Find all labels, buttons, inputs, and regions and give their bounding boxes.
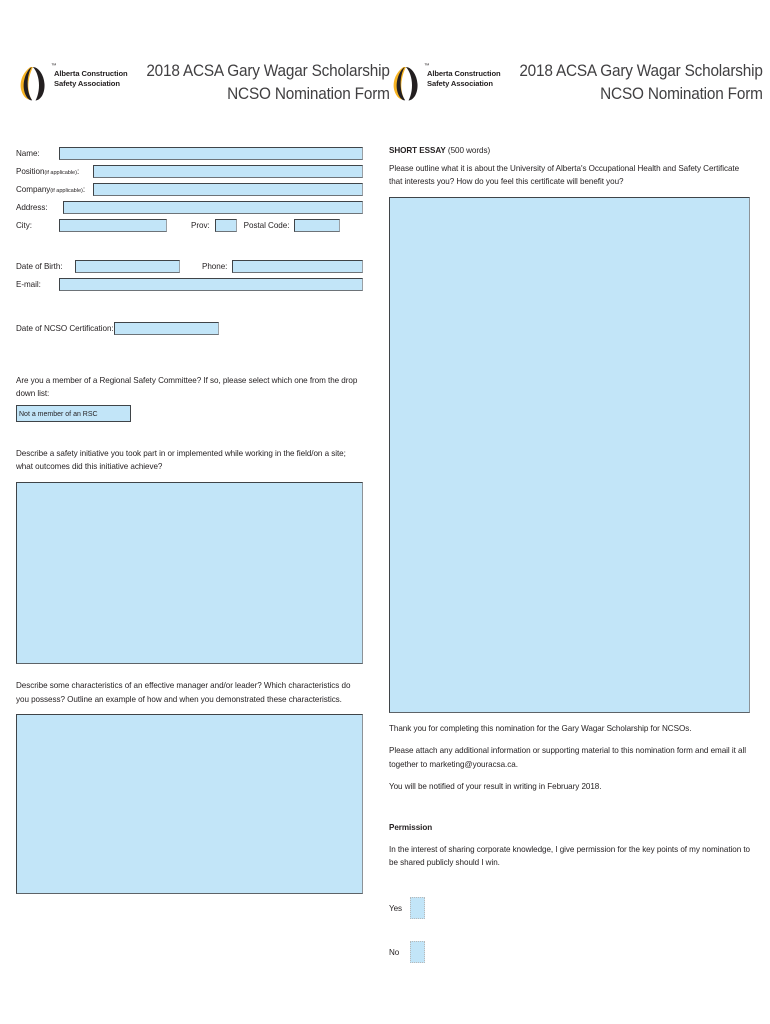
closing-line-2: Please attach any additional information… — [389, 746, 746, 769]
name-label: Name: — [16, 149, 40, 158]
ncso-certification-label: Date of NCSO Certification: — [16, 324, 114, 333]
prov-label: Prov: — [191, 221, 210, 230]
acsa-leaf-logo-icon — [16, 64, 50, 104]
short-essay-textarea[interactable] — [389, 197, 750, 714]
brand-name-right: ™ Alberta Construction Safety Associatio… — [424, 63, 501, 89]
permission-yes-row: Yes — [389, 897, 750, 920]
field-row-city: City: Prov: Postal Code: — [16, 219, 363, 232]
closing-line-3: You will be notified of your result in w… — [389, 781, 602, 791]
form-title-line1: 2018 ACSA Gary Wagar Scholarship — [518, 62, 763, 80]
field-row-name: Name: — [16, 147, 363, 160]
brand-name: ™ Alberta Construction Safety Associatio… — [51, 63, 128, 89]
address-input[interactable] — [63, 201, 363, 214]
yes-label: Yes — [389, 903, 403, 913]
trademark-symbol: ™ — [424, 63, 430, 69]
field-row-company: Company(if applicable): — [16, 183, 363, 196]
masthead-right: ™ Alberta Construction Safety Associatio… — [389, 60, 762, 122]
city-input[interactable] — [59, 219, 167, 232]
phone-input[interactable] — [232, 260, 363, 273]
field-row-ncso-cert: Date of NCSO Certification: — [16, 322, 363, 335]
brand-lockup-right: ™ Alberta Construction Safety Associatio… — [389, 60, 501, 104]
right-column: ™ Alberta Construction Safety Associatio… — [385, 0, 770, 1024]
address-label: Address: — [16, 203, 48, 212]
date-of-birth-label: Date of Birth: — [16, 262, 63, 271]
brand-name-line1: Alberta Construction — [54, 68, 128, 78]
postal-code-input[interactable] — [294, 219, 341, 232]
name-input[interactable] — [59, 147, 363, 160]
brand-lockup: ™ Alberta Construction Safety Associatio… — [16, 60, 128, 104]
ncso-certification-input[interactable] — [114, 322, 219, 335]
prov-input[interactable] — [214, 219, 237, 232]
left-column: ™ Alberta Construction Safety Associatio… — [16, 60, 389, 894]
position-label: Position(if applicable): — [16, 167, 80, 176]
no-label: No — [389, 947, 400, 957]
company-label: Company(if applicable): — [16, 185, 86, 194]
closing-line-1: Thank you for completing this nomination… — [389, 724, 692, 734]
question-2-textarea[interactable] — [16, 713, 363, 894]
position-input[interactable] — [93, 165, 363, 178]
question-1-text: Describe a safety initiative you took pa… — [16, 449, 346, 472]
form-title-left: 2018 ACSA Gary Wagar Scholarship NCSO No… — [145, 60, 390, 107]
brand-name-line1: Alberta Construction — [427, 68, 501, 78]
field-row-address: Address: — [16, 201, 363, 214]
field-row-position: Position(if applicable): — [16, 165, 363, 178]
form-title-line1: 2018 ACSA Gary Wagar Scholarship — [145, 62, 390, 80]
postal-code-label: Postal Code: — [243, 221, 290, 230]
yes-checkbox[interactable] — [410, 897, 425, 920]
acsa-leaf-logo-icon — [389, 64, 423, 104]
permission-heading: Permission — [389, 822, 433, 832]
permission-text: In the interest of sharing corporate kno… — [389, 844, 751, 867]
date-of-birth-input[interactable] — [75, 260, 180, 273]
company-input[interactable] — [93, 183, 363, 196]
form-title-line2: NCSO Nomination Form — [599, 85, 763, 104]
no-checkbox[interactable] — [410, 941, 425, 964]
form-title-line2: NCSO Nomination Form — [226, 85, 390, 104]
question-1-textarea[interactable] — [16, 482, 363, 665]
rsc-dropdown[interactable]: Not a member of an RSC — [16, 405, 131, 423]
city-label: City: — [16, 221, 32, 230]
brand-name-line2: Safety Association — [54, 78, 120, 88]
field-row-dob: Date of Birth: Phone: — [16, 260, 363, 273]
rsc-question-text: Are you a member of a Regional Safety Co… — [16, 376, 358, 399]
email-label: E-mail: — [16, 280, 41, 289]
form-title-right: 2018 ACSA Gary Wagar Scholarship NCSO No… — [518, 60, 763, 107]
phone-label: Phone: — [202, 262, 228, 271]
email-input[interactable] — [59, 278, 363, 291]
short-essay-heading: SHORT ESSAY (500 words) — [389, 146, 491, 155]
question-2-text: Describe some characteristics of an effe… — [16, 681, 351, 704]
trademark-symbol: ™ — [51, 63, 57, 69]
brand-name-line2: Safety Association — [427, 78, 493, 88]
permission-no-row: No — [389, 941, 750, 964]
masthead-left: ™ Alberta Construction Safety Associatio… — [16, 60, 389, 122]
field-row-email: E-mail: — [16, 278, 363, 291]
short-essay-prompt: Please outline what it is about the Univ… — [389, 164, 740, 187]
